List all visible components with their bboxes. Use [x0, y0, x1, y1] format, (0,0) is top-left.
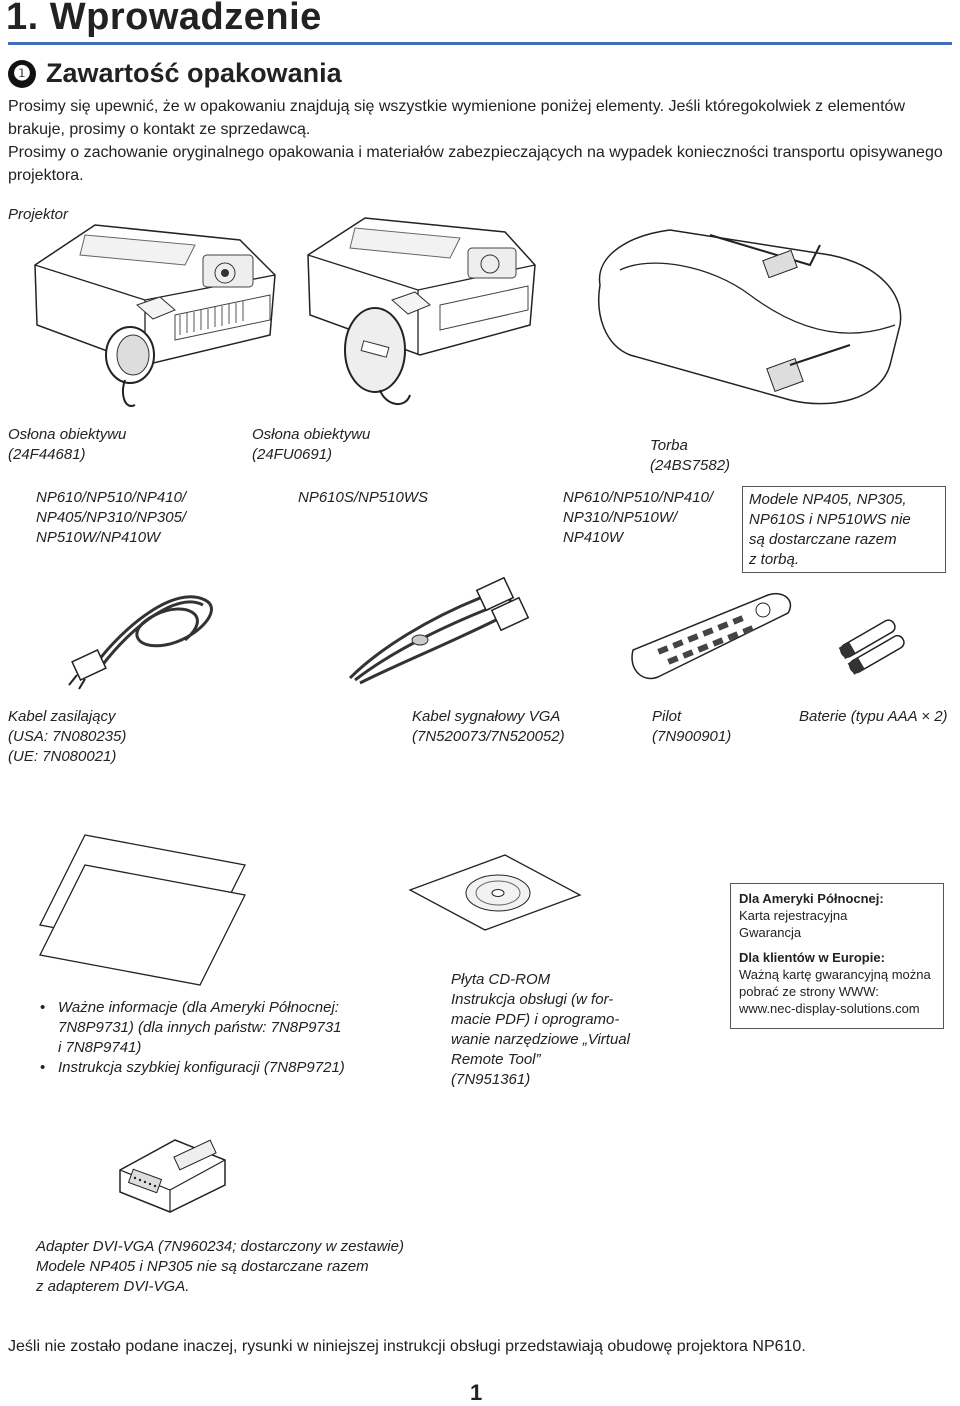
cdrom-illustration: [408, 854, 582, 931]
adapter-illustration: [119, 1139, 226, 1213]
section-title-row: ❶ Zawartość opakowania: [8, 58, 342, 89]
page-number: 1: [470, 1380, 483, 1405]
lens-cap-2-name: Osłona obiektywu: [252, 426, 371, 443]
chapter-title: 1. Wprowadzenie: [6, 0, 322, 38]
warranty-info-box: Dla Ameryki Północnej: Karta rejestracyj…: [730, 883, 944, 1029]
section-number-badge: ❶: [8, 59, 36, 88]
documents-list: • Ważne informacje (dla Ameryki Północne…: [40, 998, 400, 1078]
documents-list-item: • Ważne informacje (dla Ameryki Północne…: [40, 998, 400, 1058]
remote-name: Pilot: [652, 708, 682, 725]
documents-line: Ważne informacje (dla Ameryki Północnej:: [58, 999, 339, 1016]
lens-cap-1-models-line: NP610/NP510/NP410/: [36, 489, 187, 506]
power-cable-illustration: [68, 595, 213, 690]
chapter-title-rule: [8, 42, 952, 45]
info-box-eu-line: Ważną kartę gwarancyjną można: [739, 967, 931, 982]
power-cable-code-usa: (USA: 7N080235): [8, 728, 127, 745]
bag-models-line: NP410W: [563, 529, 624, 546]
lens-cap-1-name: Osłona obiektywu: [8, 426, 127, 443]
remote-label: Pilot (7N900901): [652, 707, 731, 747]
lens-cap-1-label: Osłona obiektywu (24F44681): [8, 425, 126, 465]
section-title: Zawartość opakowania: [46, 58, 342, 88]
documents-illustration: [39, 834, 246, 986]
power-cable-name: Kabel zasilający: [8, 708, 116, 725]
documents-line: 7N8P9731) (dla innych państw: 7N8P9731: [58, 1019, 342, 1036]
vga-cable-name: Kabel sygnałowy VGA: [412, 708, 561, 725]
intro-text: Prosimy się upewnić, że w opakowaniu zna…: [8, 95, 958, 187]
cdrom-label: Płyta CD-ROM Instrukcja obsługi (w for- …: [451, 970, 630, 1090]
adapter-line: z adapterem DVI-VGA.: [36, 1278, 190, 1295]
info-box-eu-line: www.nec-display-solutions.com: [739, 1001, 920, 1016]
intro-paragraph-1: Prosimy się upewnić, że w opakowaniu zna…: [8, 98, 905, 138]
bag-name: Torba: [650, 437, 688, 454]
info-box-na-line: Gwarancja: [739, 925, 802, 940]
info-box-eu-line: pobrać ze strony WWW:: [739, 984, 879, 999]
bag-models-line: NP610/NP510/NP410/: [563, 489, 714, 506]
lens-cap-2-code: (24FU0691): [252, 446, 333, 463]
remote-code: (7N900901): [652, 728, 732, 745]
bag-note-line: Modele NP405, NP305,: [749, 491, 907, 508]
lens-cap-1-models-line: NP405/NP310/NP305/: [36, 509, 187, 526]
power-cable-label: Kabel zasilający (USA: 7N080235) (UE: 7N…: [8, 707, 126, 767]
lens-cap-2-models: NP610S/NP510WS: [298, 488, 428, 508]
batteries-illustration: [838, 619, 905, 675]
bullet-icon: •: [40, 999, 46, 1016]
bag-note-line: NP610S i NP510WS nie: [749, 511, 911, 528]
info-box-na-title: Dla Ameryki Północnej:: [739, 891, 884, 906]
projector-2-illustration: [307, 217, 536, 405]
documents-list-item: • Instrukcja szybkiej konfiguracji (7N8P…: [40, 1058, 400, 1078]
vga-cable-illustration: [348, 576, 530, 685]
projector-1-illustration: [34, 224, 276, 407]
cdrom-line: wanie narzędziowe „Virtual: [451, 1031, 630, 1048]
cdrom-line: Instrukcja obsługi (w for-: [451, 991, 614, 1008]
adapter-line: Modele NP405 i NP305 nie są dostarczane …: [36, 1258, 369, 1275]
vga-cable-code: (7N520073/7N520052): [412, 728, 565, 745]
info-box-eu-title: Dla klientów w Europie:: [739, 950, 885, 965]
power-cable-code-eu: (UE: 7N080021): [8, 748, 117, 765]
remote-illustration: [631, 593, 792, 680]
bag-note-box: Modele NP405, NP305, NP610S i NP510WS ni…: [742, 486, 946, 573]
intro-paragraph-2: Prosimy o zachowanie oryginalnego opakow…: [8, 144, 943, 184]
info-box-na-line: Karta rejestracyjna: [739, 908, 848, 923]
lens-cap-2-label: Osłona obiektywu (24FU0691): [252, 425, 370, 465]
cdrom-line: Remote Tool”: [451, 1051, 541, 1068]
bag-illustration: [598, 229, 902, 405]
documents-line: Instrukcja szybkiej konfiguracji (7N8P97…: [58, 1059, 345, 1076]
adapter-line: Adapter DVI-VGA (7N960234; dostarczony w…: [36, 1238, 404, 1255]
lens-cap-1-models-line: NP510W/NP410W: [36, 529, 161, 546]
footer-note: Jeśli nie zostało podane inaczej, rysunk…: [8, 1338, 806, 1355]
bullet-icon: •: [40, 1059, 46, 1076]
bag-models: NP610/NP510/NP410/ NP310/NP510W/ NP410W: [563, 488, 713, 548]
adapter-label: Adapter DVI-VGA (7N960234; dostarczony w…: [36, 1237, 404, 1297]
bag-note-line: są dostarczane razem: [749, 531, 897, 548]
bag-code: (24BS7582): [650, 457, 731, 474]
lens-cap-2-models-line: NP610S/NP510WS: [298, 489, 429, 506]
lens-cap-1-code: (24F44681): [8, 446, 86, 463]
bag-label: Torba (24BS7582): [650, 436, 730, 476]
cdrom-line: Płyta CD-ROM: [451, 971, 551, 988]
projector-label: Projektor: [8, 206, 69, 223]
documents-line: i 7N8P9741): [58, 1039, 142, 1056]
batteries-label: Baterie (typu AAA × 2): [799, 708, 948, 725]
cdrom-line: macie PDF) i oprogramo-: [451, 1011, 620, 1028]
bag-models-line: NP310/NP510W/: [563, 509, 678, 526]
vga-cable-label: Kabel sygnałowy VGA (7N520073/7N520052): [412, 707, 565, 747]
cdrom-line: (7N951361): [451, 1071, 531, 1088]
bag-note-line: z torbą.: [749, 551, 800, 568]
lens-cap-1-models: NP610/NP510/NP410/ NP405/NP310/NP305/ NP…: [36, 488, 186, 548]
